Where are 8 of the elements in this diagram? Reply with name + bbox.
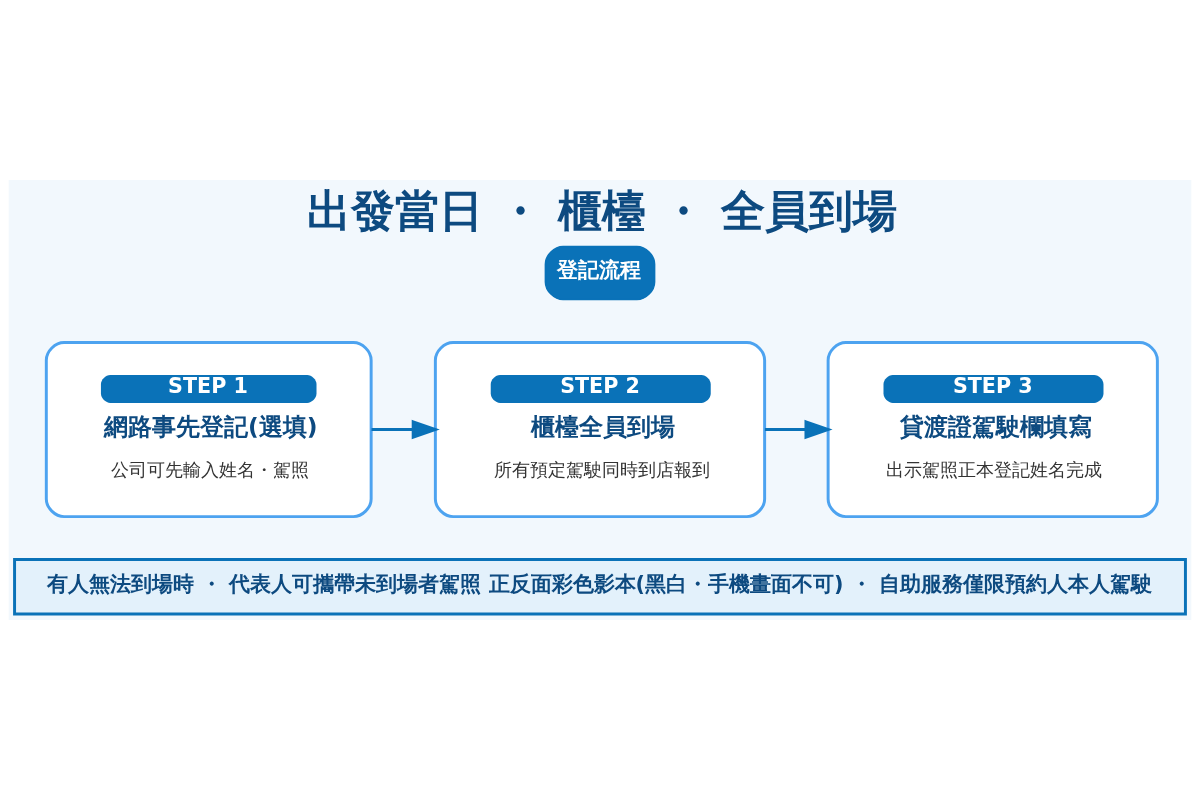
node-box: STEP 3 貸渡證駕駛欄填寫 出示駕照正本登記姓名完成 xyxy=(826,340,1159,519)
arrow xyxy=(371,419,440,440)
label: 有人無法到場時 ・ 代表人可攜帶未到場者駕照 正反面彩色影本(黑白・手機畫面不可) ・ 自助服務僅限預約人本人駕駛 xyxy=(47,571,1152,596)
node-box: STEP 2 櫃檯全員到場 所有預定駕駛同時到店報到 xyxy=(433,340,767,519)
node-box: STEP 1 網路事先登記(選填) 公司可先輸入姓名・駕照 xyxy=(44,340,373,519)
arrow xyxy=(764,419,833,440)
label: 登記流程 xyxy=(557,258,642,283)
diagram-title: 出發當日 ・ 櫃檯 ・ 全員到場 xyxy=(306,184,897,236)
